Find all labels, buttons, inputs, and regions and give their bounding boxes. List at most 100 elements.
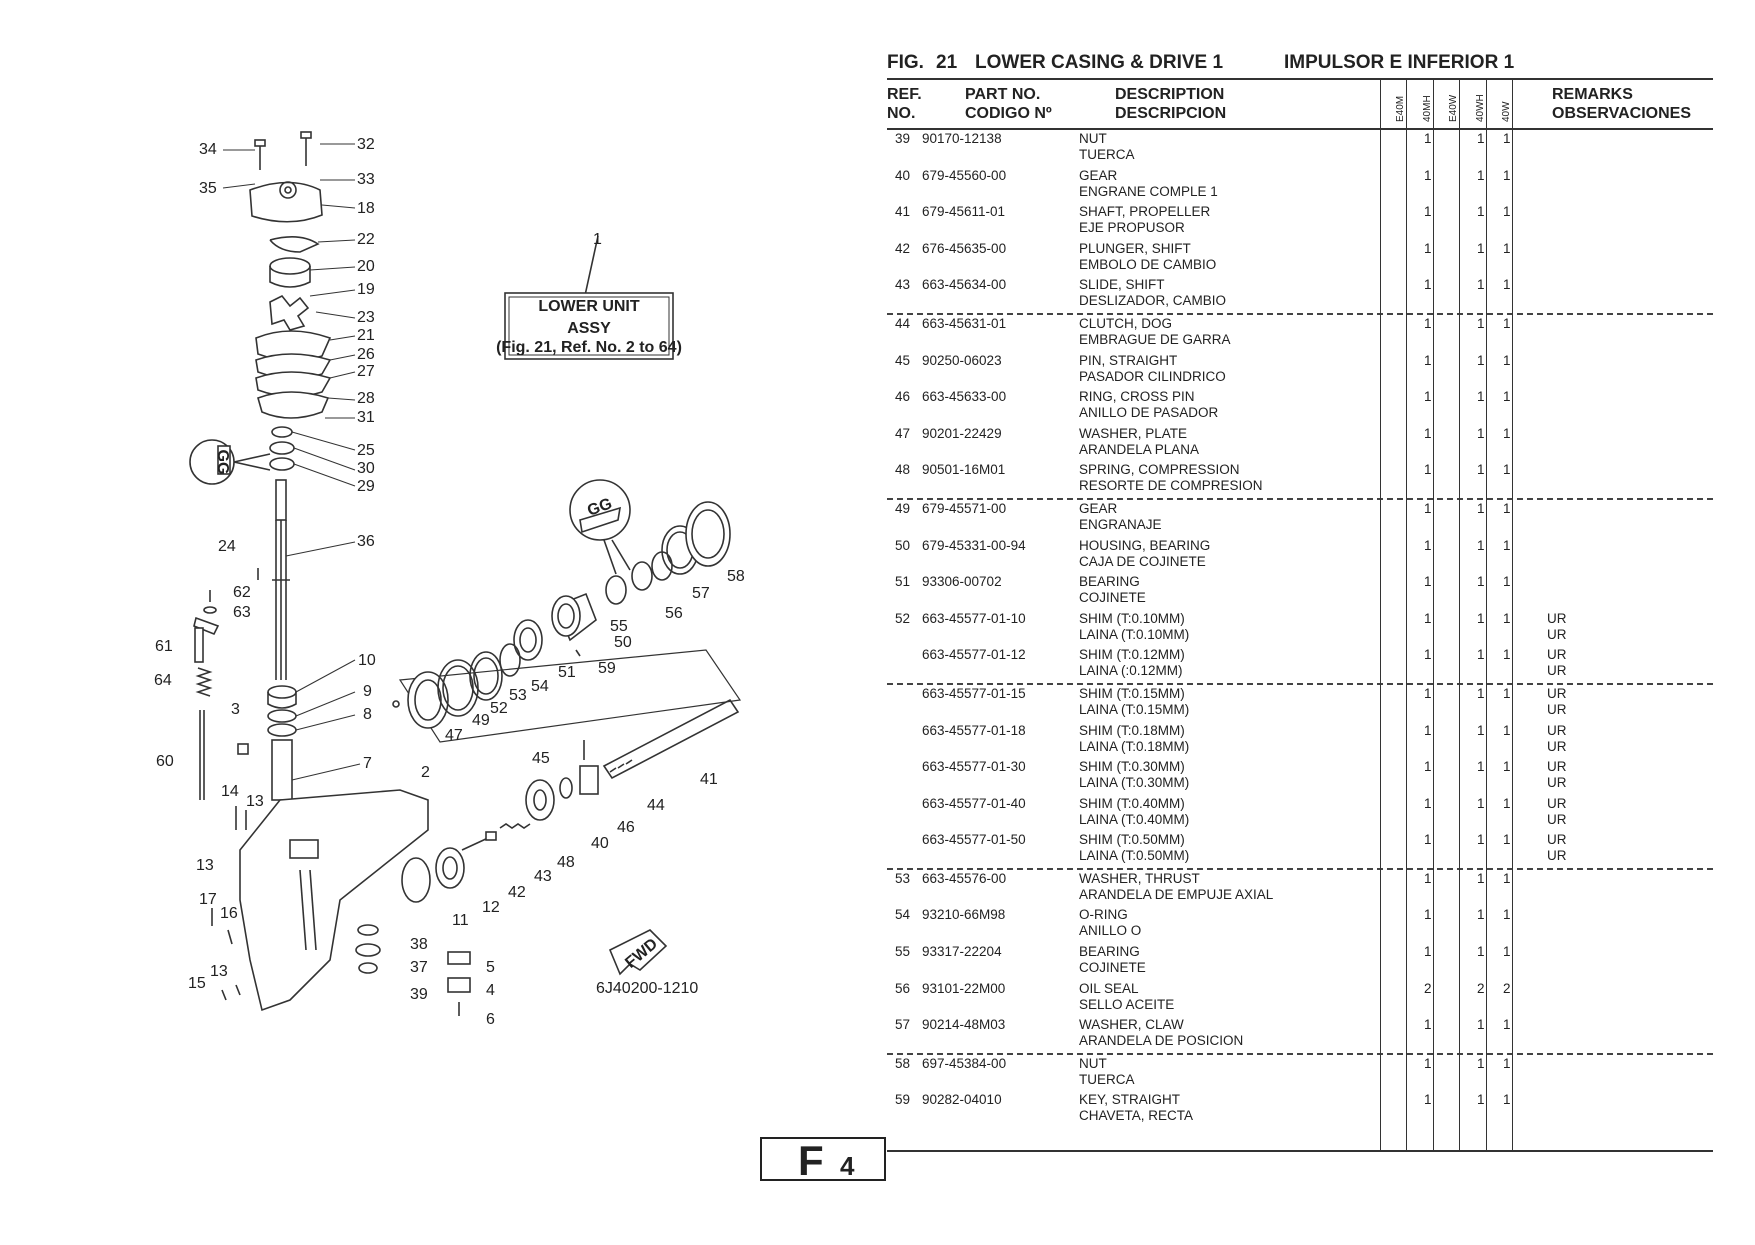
- callout: 50: [614, 634, 632, 651]
- row-quantity: 2: [1503, 980, 1511, 996]
- model-header: 40WH: [1475, 94, 1486, 122]
- row-description-es: ANILLO O: [1079, 923, 1142, 939]
- row-remark: UR: [1547, 795, 1567, 811]
- title-spanish: IMPULSOR E INFERIOR 1: [1284, 52, 1515, 73]
- row-quantity: 1: [1477, 1055, 1485, 1071]
- row-quantity: 1: [1477, 537, 1485, 553]
- callout: 20: [357, 258, 375, 275]
- row-quantity: 1: [1424, 870, 1432, 886]
- row-quantity: 1: [1424, 389, 1432, 405]
- row-description-en: SHIM (T:0.15MM): [1079, 685, 1185, 701]
- box-line-3: (Fig. 21, Ref. No. 2 to 64): [496, 339, 682, 356]
- callout: 23: [357, 309, 375, 326]
- row-quantity: 1: [1477, 240, 1485, 256]
- row-quantity: 1: [1477, 1092, 1485, 1108]
- row-description-es: SELLO ACEITE: [1079, 996, 1175, 1012]
- callout: 53: [509, 687, 527, 704]
- row-quantity: 1: [1477, 574, 1485, 590]
- row-description-en: SLIDE, SHIFT: [1079, 277, 1165, 293]
- row-quantity: 1: [1477, 500, 1485, 516]
- row-quantity: 1: [1424, 1055, 1432, 1071]
- callout: 52: [490, 700, 508, 717]
- part-header-2: CODIGO Nº: [965, 105, 1052, 122]
- row-quantity: 1: [1424, 204, 1432, 220]
- ref-header-1: REF.: [887, 86, 922, 103]
- row-quantity: 1: [1503, 832, 1511, 848]
- table-bottom-rule: [887, 1150, 1713, 1152]
- row-description-es: EMBOLO DE CAMBIO: [1079, 256, 1217, 272]
- callout: 11: [452, 912, 469, 929]
- row-quantity: 1: [1503, 610, 1511, 626]
- row-remark: UR: [1547, 848, 1567, 864]
- row-quantity: 1: [1503, 315, 1511, 331]
- row-description-en: BEARING: [1079, 944, 1140, 960]
- callout: 1: [593, 231, 602, 248]
- row-quantity: 1: [1477, 425, 1485, 441]
- row-description-es: ARANDELA DE EMPUJE AXIAL: [1079, 886, 1274, 902]
- row-quantity: 1: [1503, 167, 1511, 183]
- row-quantity: 1: [1424, 685, 1432, 701]
- row-description-es: EMBRAGUE DE GARRA: [1079, 331, 1231, 347]
- row-quantity: 1: [1503, 574, 1511, 590]
- row-description-en: RING, CROSS PIN: [1079, 389, 1195, 405]
- row-ref: 47: [895, 425, 911, 441]
- callout: 30: [357, 460, 375, 477]
- model-header: E40W: [1448, 94, 1459, 122]
- page-indicator: F 4: [760, 1137, 886, 1184]
- callout: 7: [363, 755, 372, 772]
- row-ref: 54: [895, 907, 911, 923]
- callout: 4: [486, 982, 495, 999]
- callout: 54: [531, 678, 549, 695]
- row-remark: UR: [1547, 685, 1567, 701]
- row-quantity: 1: [1477, 647, 1485, 663]
- callout: 40: [591, 835, 609, 852]
- model-header: 40MH: [1422, 95, 1433, 122]
- row-part-number: 697-45384-00: [922, 1055, 1007, 1071]
- callout: 25: [357, 442, 375, 459]
- lower-unit-assy-box: LOWER UNIT ASSY (Fig. 21, Ref. No. 2 to …: [496, 292, 682, 360]
- callout: 47: [445, 727, 463, 744]
- row-ref: 48: [895, 462, 911, 478]
- callout: 48: [557, 854, 575, 871]
- row-quantity: 1: [1424, 722, 1432, 738]
- row-description-es: ENGRANE COMPLE 1: [1079, 183, 1218, 199]
- row-ref: 58: [895, 1055, 911, 1071]
- callout: 32: [357, 136, 375, 153]
- row-description-es: ARANDELA DE POSICION: [1079, 1033, 1244, 1049]
- row-part-number: 93101-22M00: [922, 980, 1006, 996]
- callout: 21: [357, 327, 375, 344]
- row-quantity: 1: [1503, 462, 1511, 478]
- row-part-number: 663-45577-01-50: [922, 832, 1026, 848]
- row-part-number: 679-45560-00: [922, 167, 1007, 183]
- row-quantity: 1: [1424, 907, 1432, 923]
- row-quantity: 1: [1424, 167, 1432, 183]
- row-description-en: SHIM (T:0.50MM): [1079, 832, 1185, 848]
- row-part-number: 663-45577-01-18: [922, 722, 1026, 738]
- row-remark: UR: [1547, 832, 1567, 848]
- row-remark: UR: [1547, 663, 1567, 679]
- row-description-es: RESORTE DE COMPRESION: [1079, 478, 1263, 494]
- remarks-header-1: REMARKS: [1552, 86, 1633, 103]
- row-description-en: PLUNGER, SHIFT: [1079, 240, 1191, 256]
- callout: 3: [231, 701, 240, 718]
- row-ref: 45: [895, 352, 911, 368]
- row-description-es: CAJA DE COJINETE: [1079, 553, 1206, 569]
- page-letter: F: [798, 1137, 824, 1184]
- fig-label: FIG.: [887, 52, 924, 73]
- row-quantity: 1: [1503, 240, 1511, 256]
- callout: 9: [363, 683, 372, 700]
- callout: 33: [357, 171, 375, 188]
- row-ref: 55: [895, 944, 911, 960]
- row-quantity: 1: [1477, 795, 1485, 811]
- row-quantity: 1: [1477, 277, 1485, 293]
- row-part-number: 90170-12138: [922, 131, 1002, 146]
